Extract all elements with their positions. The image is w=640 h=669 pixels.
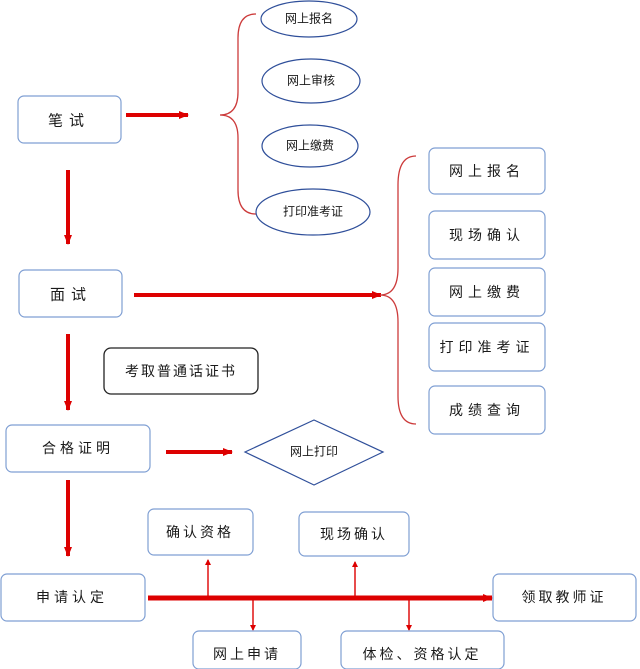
brace-written-steps [219, 13, 257, 215]
get-cert-box [492, 573, 637, 622]
online-apply-label: 网上申请 [213, 647, 281, 663]
brace-interview-steps [379, 155, 417, 425]
confirm-qualification-label: 确认资格 [166, 525, 234, 541]
onsite-confirm-label: 现场确认 [320, 527, 388, 543]
apply-cert-label: 申请认定 [36, 590, 108, 606]
written-step-4-label: 打印准考证 [283, 205, 343, 219]
written-step-4 [255, 188, 371, 236]
online-print-label: 网上打印 [290, 445, 338, 459]
interview-label: 面试 [50, 286, 92, 304]
physical-check-label: 体检、资格认定 [363, 647, 482, 663]
interview-box [18, 269, 123, 318]
interview-step-5 [428, 385, 546, 435]
mandarin-cert-box [103, 347, 259, 395]
confirm-qualification-box [147, 508, 254, 556]
interview-step-2 [428, 210, 546, 260]
interview-step-1 [428, 147, 546, 195]
mandarin-cert-label: 考取普通话证书 [125, 364, 237, 380]
written-step-2-label: 网上审核 [287, 73, 335, 88]
written-step-1 [260, 0, 358, 38]
interview-step-3 [428, 267, 546, 317]
written-exam-label: 笔试 [48, 112, 90, 130]
physical-check-box [340, 630, 505, 669]
interview-step-3-label: 网上缴费 [449, 285, 525, 301]
interview-step-4-label: 打印准考证 [440, 339, 535, 356]
written-step-2 [261, 58, 361, 104]
online-apply-box [192, 630, 302, 669]
interview-step-5-label: 成绩查询 [449, 403, 525, 419]
written-exam-box [17, 95, 122, 144]
interview-step-4 [428, 322, 546, 372]
pass-cert-box [5, 424, 151, 473]
interview-step-2-label: 现场确认 [449, 228, 525, 244]
pass-cert-label: 合格证明 [42, 441, 114, 457]
written-step-3 [261, 124, 359, 168]
interview-step-1-label: 网上报名 [449, 164, 525, 180]
onsite-confirm-box [298, 511, 410, 557]
online-print-diamond [243, 419, 385, 486]
apply-cert-box [0, 573, 146, 622]
written-step-3-label: 网上缴费 [286, 138, 334, 153]
get-cert-label: 领取教师证 [522, 590, 607, 606]
written-step-1-label: 网上报名 [285, 11, 333, 26]
